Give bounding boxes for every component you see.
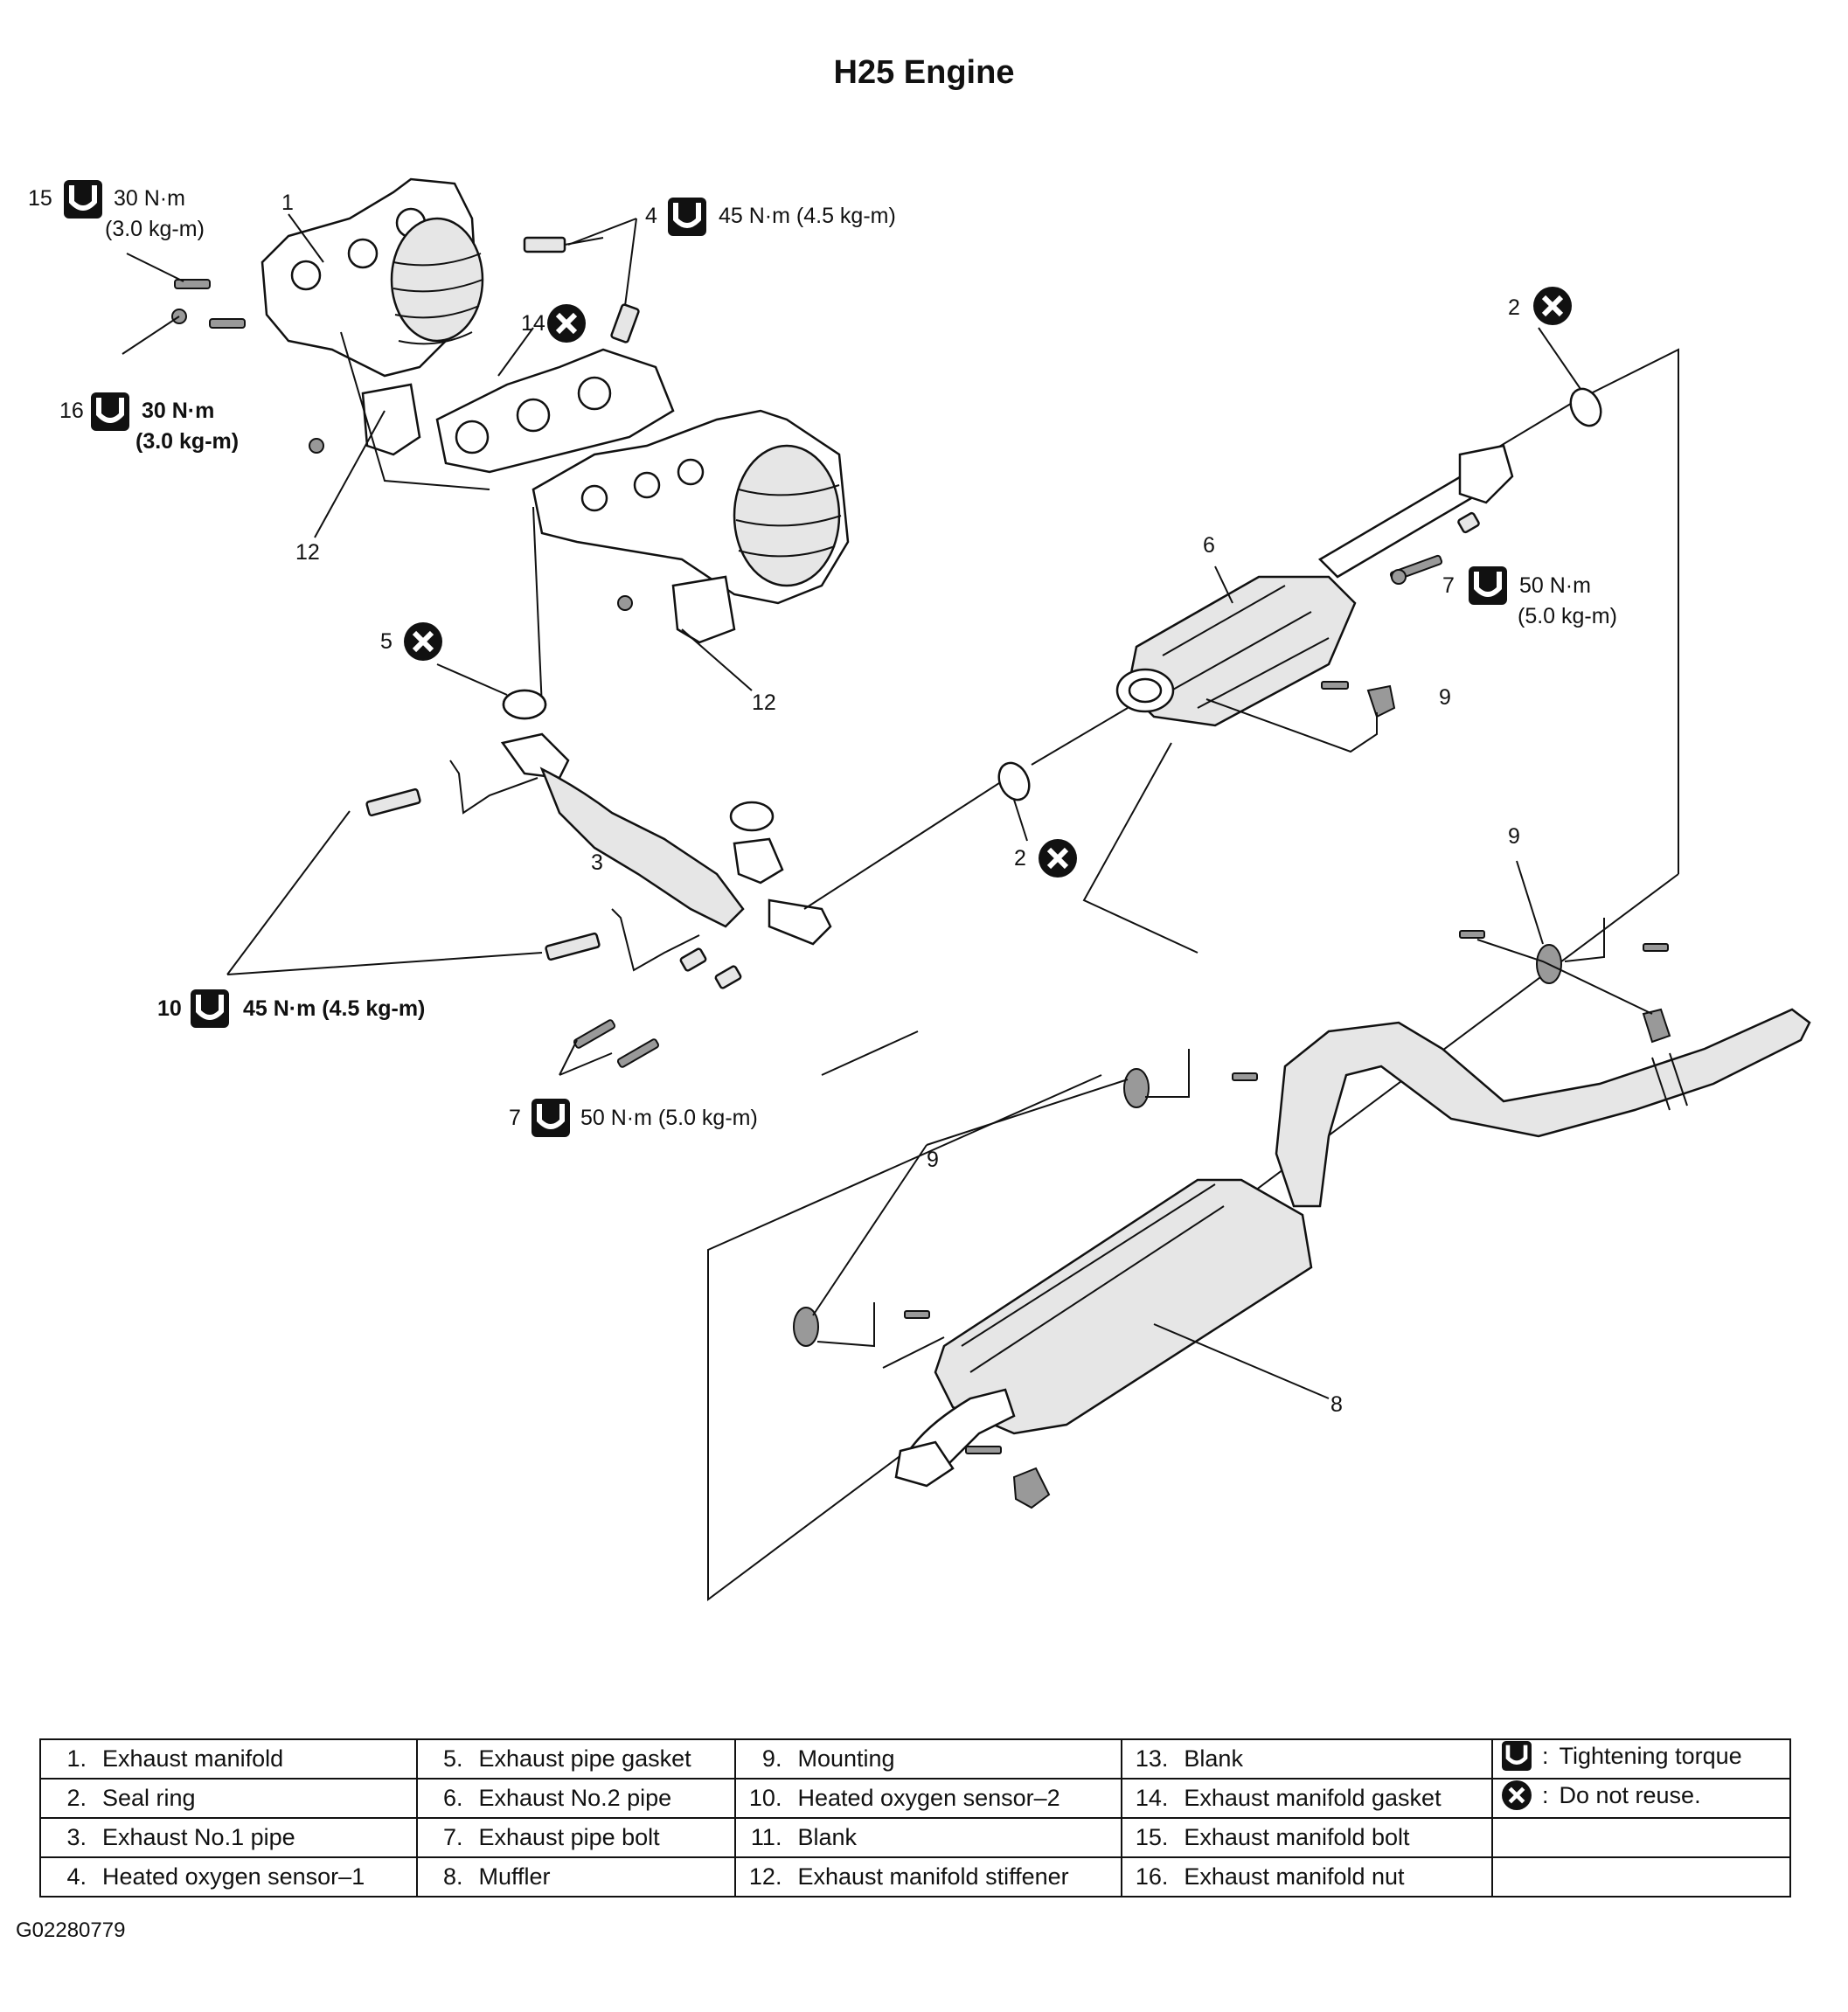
legend-symbol-torque: : Tightening torque [1490,1738,1792,1780]
exhaust-manifold-1 [261,177,484,378]
svg-text:2: 2 [1508,295,1520,320]
assembly-lines [707,348,1679,1601]
legend-symbol-noreuse: : Do not reuse. [1490,1778,1792,1819]
torque-wrench-icon [91,392,129,431]
svg-text:45 N·m (4.5 kg-m): 45 N·m (4.5 kg-m) [243,996,425,1021]
exhaust-no2-pipe-6 [1115,444,1514,727]
legend-row: 1. Exhaust manifold 5. Exhaust pipe gask… [39,1738,1792,1780]
label-3: 3 [591,850,603,875]
label-12a: 12 [295,540,320,565]
exhaust-manifold-lower [531,409,850,605]
callout-7a: 7 50 N·m (5.0 kg-m) [1442,566,1617,628]
svg-text:50 N·m: 50 N·m [1519,573,1591,598]
label-9a: 9 [1439,685,1451,710]
label-6: 6 [1203,533,1215,558]
exhaust-pipe-gasket-5 [502,689,547,720]
page-title: H25 Engine [833,54,1015,91]
svg-text:(5.0 kg-m): (5.0 kg-m) [1518,604,1617,628]
callout-4: 4 45 N·m (4.5 kg-m) [645,198,896,236]
do-not-reuse-icon [1039,839,1077,878]
svg-text:(3.0 kg-m): (3.0 kg-m) [105,217,205,241]
do-not-reuse-icon [1533,287,1572,325]
legend-row: 2. Seal ring 6. Exhaust No.2 pipe 10. He… [39,1778,1792,1819]
exhaust-pipe-bolts-7b [559,947,742,1076]
svg-text:30 N·m: 30 N·m [114,186,185,211]
leader-6 [1214,565,1233,604]
label-12b: 12 [752,690,776,715]
callout-2b: 2 [1013,799,1077,878]
callout-10: 10 45 N·m (4.5 kg-m) [157,989,425,1028]
svg-text:45 N·m (4.5 kg-m): 45 N·m (4.5 kg-m) [719,204,896,228]
leader-9b [1516,860,1544,945]
svg-text:16: 16 [59,399,84,423]
parts-legend-table: 1. Exhaust manifold 5. Exhaust pipe gask… [39,1738,1792,1898]
image-code: G02280779 [16,1918,126,1942]
do-not-reuse-icon [404,622,442,661]
leader-lines-top [122,213,753,691]
torque-wrench-icon [191,989,229,1028]
svg-text:5: 5 [380,629,393,654]
torque-wrench-icon [1501,1741,1532,1771]
callout-5: 5 [380,622,508,696]
exhaust-no1-pipe-3 [500,689,832,946]
callout-2a: 2 [1508,287,1581,390]
legend-row: 4. Heated oxygen sensor–1 8. Muffler 12.… [39,1856,1792,1898]
label-9b: 9 [1508,824,1520,849]
svg-text:2: 2 [1014,846,1026,871]
exhaust-exploded-diagram: 15 30 N·m (3.0 kg-m) 16 30 N·m (3.0 kg-m… [28,177,1811,1601]
exhaust-manifold-gasket-14 [435,348,675,474]
label-9c: 9 [927,1148,939,1172]
oxygen-sensor-2-parts [226,506,700,975]
svg-text:4: 4 [645,204,657,228]
do-not-reuse-icon [1502,1780,1532,1810]
callout-14: 14 [521,304,586,343]
svg-text:50 N·m (5.0 kg-m): 50 N·m (5.0 kg-m) [580,1106,758,1130]
svg-text:10: 10 [157,996,182,1021]
svg-text:(3.0 kg-m): (3.0 kg-m) [135,429,239,454]
muffler-8 [894,1008,1811,1509]
torque-wrench-icon [1469,566,1507,605]
torque-wrench-icon [64,180,102,219]
do-not-reuse-icon [547,304,586,343]
svg-text:14: 14 [521,311,545,336]
manifold-stiffener-12a [361,383,736,644]
mounting-9-muffler [793,918,1671,1348]
svg-text:30 N·m: 30 N·m [142,399,214,423]
svg-text:15: 15 [28,186,52,211]
callout-15: 15 30 N·m (3.0 kg-m) [28,180,205,241]
seal-ring-2 [997,387,1602,801]
label-8: 8 [1330,1392,1343,1417]
oxygen-sensor-1 [523,236,640,343]
legend-row: 3. Exhaust No.1 pipe 7. Exhaust pipe bol… [39,1817,1792,1858]
svg-text:7: 7 [1442,573,1455,598]
label-1: 1 [281,191,294,215]
callout-7b: 7 50 N·m (5.0 kg-m) [509,1099,758,1137]
torque-wrench-icon [531,1099,570,1137]
exhaust-pipe-bolts-7a [1389,554,1443,585]
mounting-9a [1205,681,1396,753]
callout-16: 16 30 N·m (3.0 kg-m) [59,392,239,454]
torque-wrench-icon [668,198,706,236]
svg-text:7: 7 [509,1106,521,1130]
